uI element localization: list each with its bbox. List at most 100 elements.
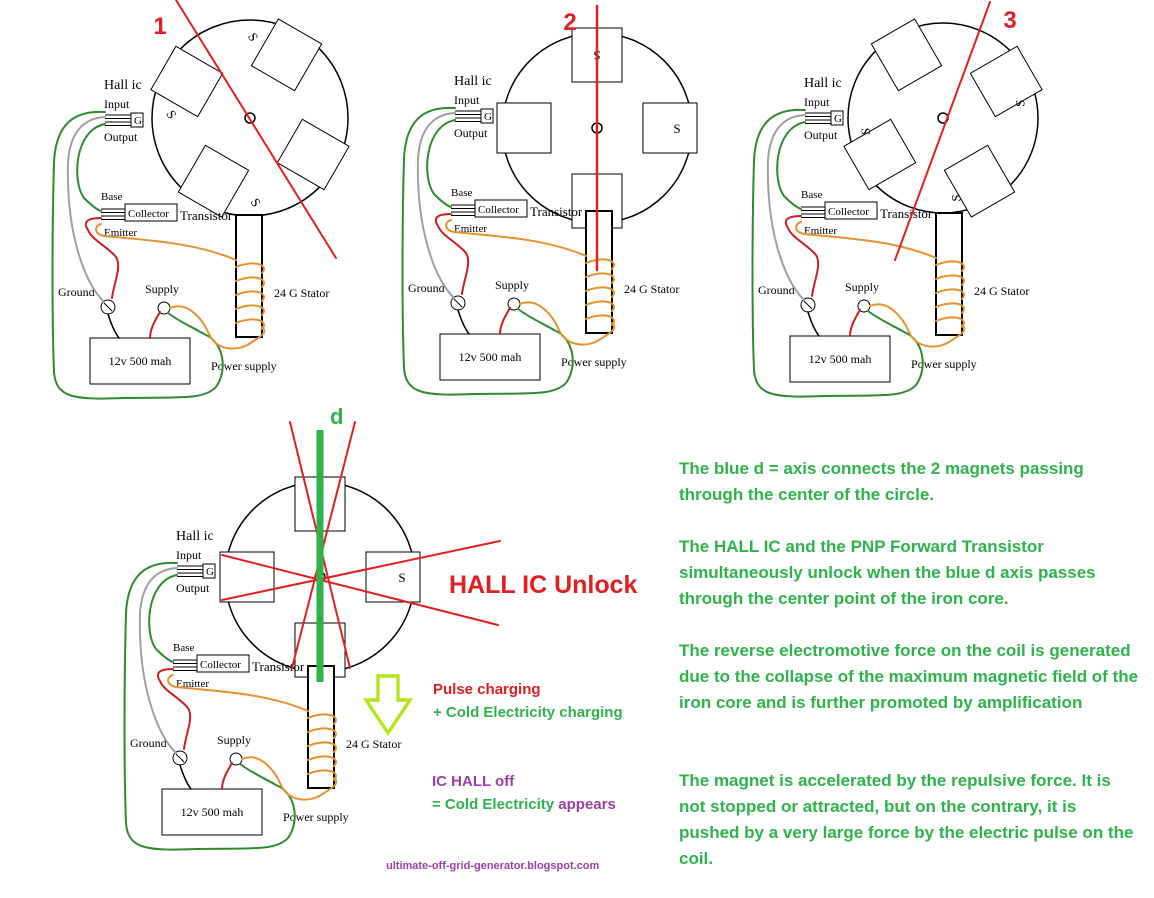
collector-label: Collector bbox=[828, 206, 869, 218]
magnet bbox=[870, 18, 943, 92]
wire-green-output bbox=[426, 119, 456, 208]
hall-ic-body bbox=[130, 112, 144, 128]
hall-ic-label: Hall ic bbox=[176, 529, 214, 544]
cut-line-1 bbox=[175, 0, 337, 259]
transistor-label: Transistor bbox=[530, 204, 583, 219]
cold-charging-label: + Cold Electricity charging bbox=[433, 704, 623, 721]
panel-2-number: 2 bbox=[563, 9, 576, 36]
ground-label: Ground bbox=[408, 281, 445, 295]
hall-output-label: Output bbox=[454, 126, 488, 140]
stator-label: 24 G Stator bbox=[346, 737, 401, 751]
coil-winding bbox=[935, 274, 965, 286]
coil-winding bbox=[235, 276, 265, 288]
battery-label: 12v 500 mah bbox=[459, 350, 522, 364]
power-supply-label: Power supply bbox=[211, 359, 277, 373]
magnet bbox=[943, 144, 1016, 218]
stator-core bbox=[935, 212, 963, 336]
wire-black-ground bbox=[807, 311, 820, 337]
coil-winding bbox=[585, 314, 615, 326]
ground-terminal-mark bbox=[803, 300, 813, 310]
coil-winding bbox=[307, 741, 337, 753]
wire-red-emitter bbox=[156, 668, 192, 750]
magnet-south-label: S bbox=[673, 121, 680, 136]
wire-orange-supply bbox=[241, 756, 338, 801]
coil-winding bbox=[935, 302, 965, 314]
magnet-south-label: S bbox=[858, 128, 873, 135]
magnet-south-label: S bbox=[1013, 100, 1028, 107]
magnet bbox=[843, 118, 917, 191]
hall-output-label: Output bbox=[176, 581, 210, 595]
stator-label: 24 G Stator bbox=[624, 282, 679, 296]
coil-winding bbox=[307, 713, 337, 725]
magnet bbox=[150, 45, 224, 118]
hall-ic-body bbox=[830, 110, 844, 126]
power-supply-label: Power supply bbox=[283, 810, 349, 824]
hall-ic-body bbox=[480, 108, 494, 124]
explanation-axis: The blue d = axis connects the 2 magnets… bbox=[679, 459, 1084, 504]
supply-label: Supply bbox=[495, 278, 529, 292]
supply-label: Supply bbox=[845, 280, 879, 294]
stator-core bbox=[307, 665, 335, 789]
wire-orange-supply bbox=[869, 303, 966, 348]
wire-red-supply bbox=[499, 307, 511, 335]
rotor-magnets: SSS bbox=[843, 18, 1043, 218]
hall-ground-pin-label: G bbox=[134, 115, 142, 127]
coil-winding bbox=[235, 304, 265, 316]
down-arrow-icon bbox=[362, 674, 414, 737]
explanation-emf: The reverse electromotive force on the c… bbox=[679, 641, 1139, 712]
wire-red-supply bbox=[221, 762, 233, 790]
wire-orange-emitter bbox=[445, 219, 587, 257]
wire-red-emitter bbox=[84, 217, 120, 299]
wire-gray-ground bbox=[766, 114, 806, 301]
battery-box bbox=[89, 337, 191, 385]
coil-winding bbox=[585, 258, 615, 270]
hall-ic-body bbox=[202, 563, 216, 579]
wire-gray-ground bbox=[138, 567, 178, 754]
cold-appears-label: = Cold Electricity appears bbox=[432, 796, 616, 813]
ground-terminal-mark bbox=[453, 298, 463, 308]
ic-hall-off-label: IC HALL off bbox=[432, 773, 515, 790]
collector-label: Collector bbox=[128, 208, 169, 220]
explanation-unlock: The HALL IC and the PNP Forward Transist… bbox=[679, 537, 1096, 608]
hall-output-label: Output bbox=[104, 130, 138, 144]
wire-gray-ground bbox=[66, 116, 106, 303]
collector-label: Collector bbox=[200, 659, 241, 671]
battery-label: 12v 500 mah bbox=[809, 352, 872, 366]
magnet bbox=[969, 45, 1043, 118]
wire-black-ground bbox=[107, 313, 120, 339]
power-supply-label: Power supply bbox=[911, 357, 977, 371]
hall-input-label: Input bbox=[104, 97, 130, 111]
hall-input-label: Input bbox=[454, 93, 480, 107]
coil-winding bbox=[585, 300, 615, 312]
wire-orange-emitter bbox=[167, 674, 309, 712]
coil-winding bbox=[307, 755, 337, 767]
coil-winding bbox=[935, 260, 965, 272]
hall-ic-label: Hall ic bbox=[804, 76, 842, 91]
coil-winding bbox=[935, 316, 965, 328]
wire-black-ground bbox=[179, 764, 192, 790]
d-axis-label: d bbox=[330, 404, 343, 429]
battery-box bbox=[439, 333, 541, 381]
battery-box bbox=[161, 788, 263, 836]
explanation-repulsion: The magnet is accelerated by the repulsi… bbox=[679, 771, 1134, 868]
pulse-charging-label: Pulse charging bbox=[433, 681, 541, 698]
stator-core bbox=[235, 214, 263, 338]
coil-winding bbox=[235, 262, 265, 274]
magnet-south-label: S bbox=[398, 570, 405, 585]
supply-label: Supply bbox=[217, 733, 251, 747]
coil-winding bbox=[307, 769, 337, 781]
cold-appears-suffix: appears bbox=[558, 796, 616, 813]
wire-red-supply bbox=[149, 311, 161, 339]
cut-line-3 bbox=[894, 1, 991, 261]
hall-ic-unlock-title: HALL IC Unlock bbox=[449, 571, 638, 599]
wire-orange-supply bbox=[519, 301, 616, 346]
